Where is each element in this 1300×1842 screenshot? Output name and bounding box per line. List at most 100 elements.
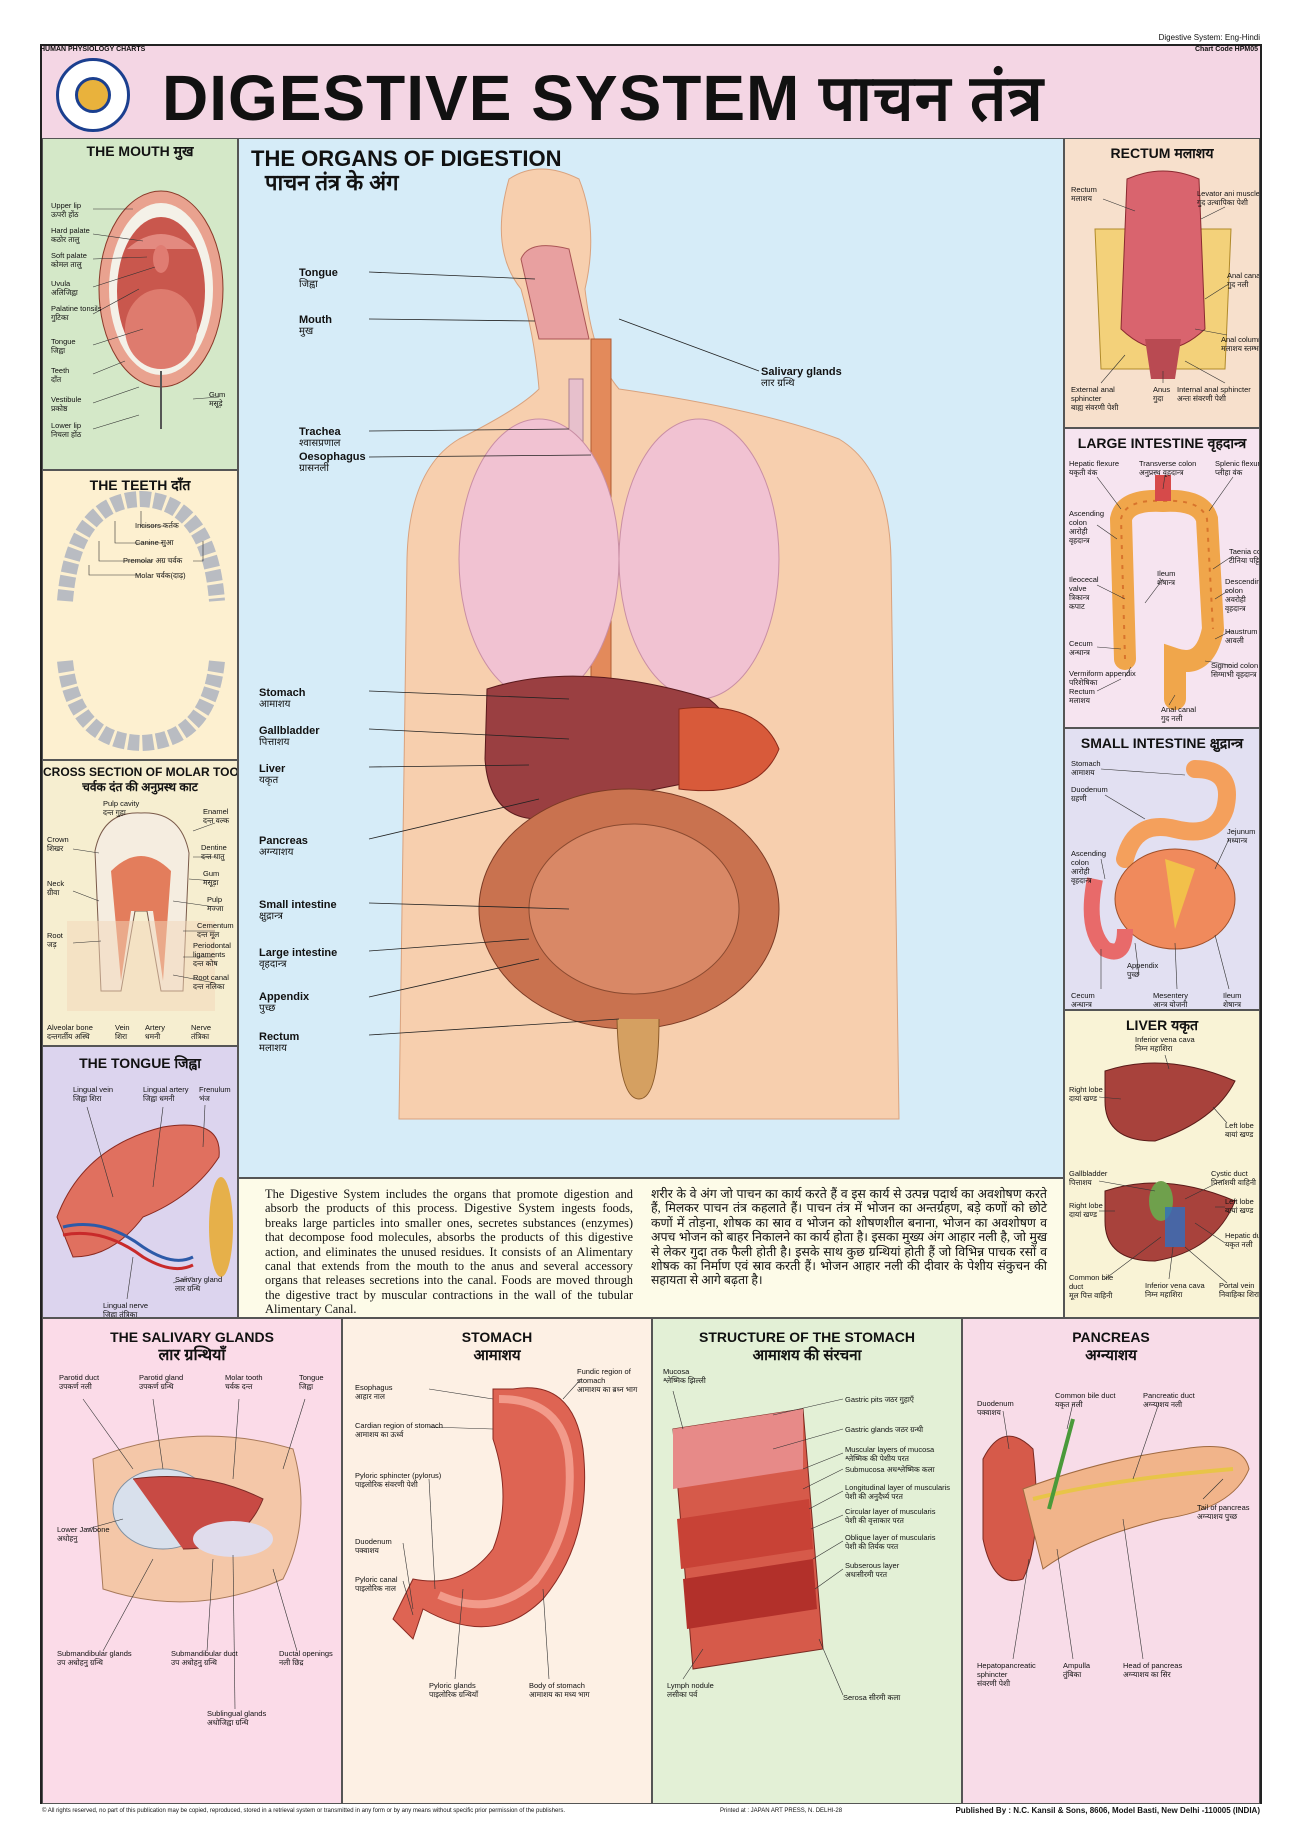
teeth-label: Premolar अग्र चर्वक xyxy=(123,556,183,565)
torso-illustration xyxy=(368,168,900,1120)
liver-illustration xyxy=(1098,1054,1236,1284)
large-intestine-panel: LARGE INTESTINE वृहदान्त्र Hepatic flexu… xyxy=(1064,428,1260,728)
description-english: The Digestive System includes the organs… xyxy=(265,1187,633,1317)
pancreas-title: PANCREAS xyxy=(1072,1329,1150,1345)
publisher-notice: Published By : N.C. Kansil & Sons, 8606,… xyxy=(955,1806,1260,1815)
large-intestine-title: LARGE INTESTINE वृहदान्त्र xyxy=(1077,435,1247,451)
salivary-title: THE SALIVARY GLANDS xyxy=(110,1329,274,1345)
printer-notice: Printed at : JAPAN ART PRESS, N. DELHI-2… xyxy=(720,1808,843,1814)
structure-label: Submucosa अधश्लेष्मिक कला xyxy=(845,1465,935,1474)
copyright-notice: © All rights reserved, no part of this p… xyxy=(42,1808,565,1814)
stomach-title: STOMACH xyxy=(461,1329,533,1345)
stomach-wall-illustration xyxy=(672,1390,844,1696)
pancreas-title-hindi: अग्न्याशय xyxy=(1085,1347,1137,1364)
organs-title: THE ORGANS OF DIGESTION xyxy=(251,146,562,171)
chart-frame: DIGESTIVE SYSTEM पाचन तंत्र THE MOUTH मु… xyxy=(40,44,1262,1804)
description-hindi: शरीर के वे अंग जो पाचन का कार्य करते हैं… xyxy=(651,1187,1047,1288)
pancreas-illustration xyxy=(982,1402,1250,1660)
molar-illustration xyxy=(67,812,216,1011)
teeth-illustration xyxy=(57,490,225,752)
teeth-title: THE TEETH दाँत xyxy=(89,477,191,493)
tongue-illustration xyxy=(56,1104,233,1300)
top-right-code: Digestive System: Eng-Hindi xyxy=(1158,33,1260,42)
header-band: DIGESTIVE SYSTEM पाचन तंत्र xyxy=(42,46,1260,140)
rectum-label: Anal columnsमलाशय स्तम्भ xyxy=(1221,335,1259,353)
stomach-title-hindi: आमाशय xyxy=(473,1347,521,1364)
organs-title-hindi: पाचन तंत्र के अंग xyxy=(265,170,399,195)
tongue-title: THE TONGUE जिह्वा xyxy=(79,1055,201,1071)
rectum-illustration xyxy=(1094,170,1232,384)
publisher-logo-icon xyxy=(56,58,130,132)
mouth-title: THE MOUTH मुख xyxy=(86,143,194,159)
